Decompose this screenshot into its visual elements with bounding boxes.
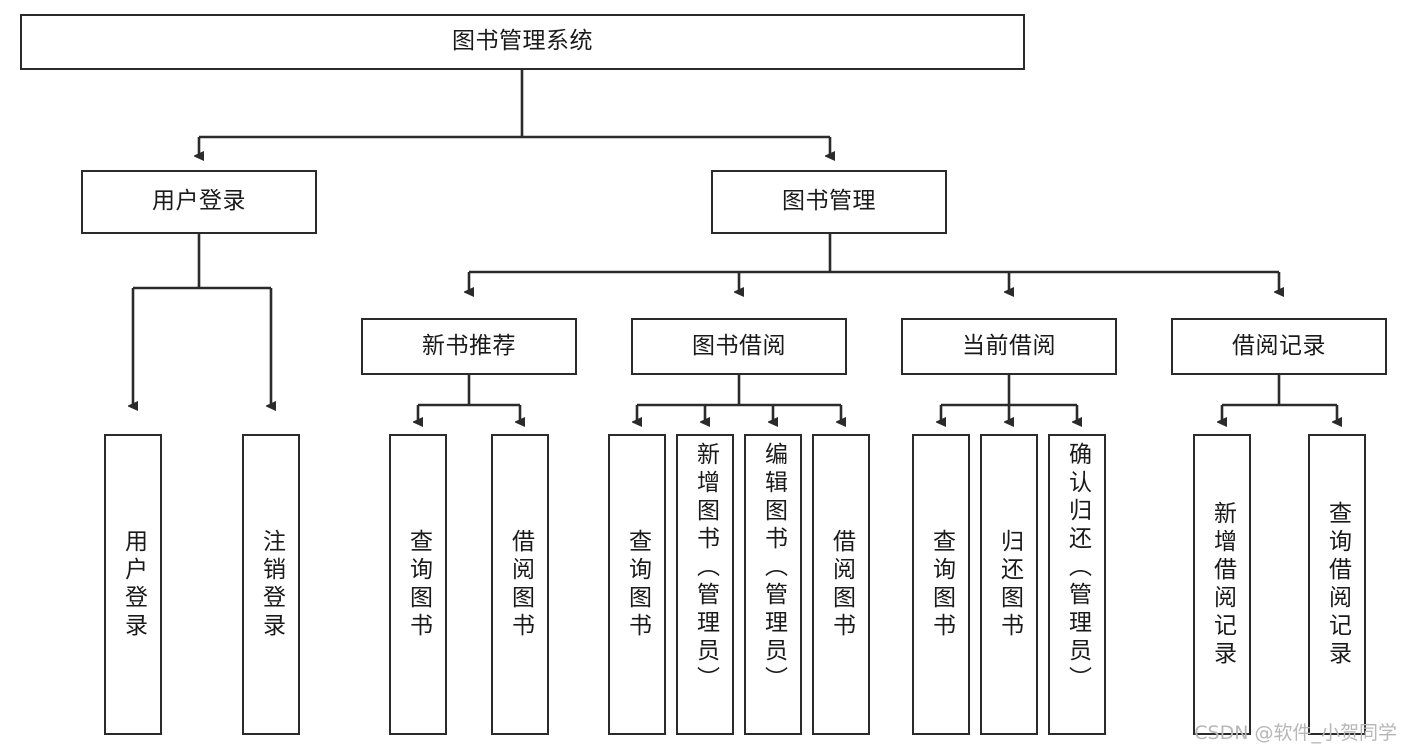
node-label: 当前借阅 (962, 332, 1056, 359)
node-label: 用户登录 (152, 188, 246, 215)
node-label: 查询图书 (624, 528, 651, 641)
node-leaf-query-book-3[interactable]: 查询图书 (912, 434, 970, 735)
node-leaf-query-book-1[interactable]: 查询图书 (389, 434, 447, 735)
node-label: 新书推荐 (422, 332, 516, 359)
node-label: 借阅图书 (828, 528, 855, 641)
node-leaf-logout[interactable]: 注销登录 (242, 434, 300, 735)
node-label: 图书管理 (782, 188, 876, 215)
node-borrow-record[interactable]: 借阅记录 (1171, 318, 1387, 375)
node-book-borrow[interactable]: 图书借阅 (631, 318, 847, 375)
node-leaf-return-book[interactable]: 归还图书 (980, 434, 1038, 735)
node-label: 查询图书 (405, 528, 432, 641)
node-leaf-user-login[interactable]: 用户登录 (104, 434, 162, 735)
node-leaf-query-record[interactable]: 查询借阅记录 (1308, 434, 1366, 735)
node-current-borrow[interactable]: 当前借阅 (901, 318, 1117, 375)
node-leaf-query-book-2[interactable]: 查询图书 (608, 434, 666, 735)
node-book-manage[interactable]: 图书管理 (711, 170, 947, 234)
node-label: 借阅图书 (507, 528, 534, 641)
node-leaf-confirm-return[interactable]: 确认归还（管理员） (1048, 434, 1106, 735)
node-label: 图书借阅 (692, 332, 786, 359)
node-leaf-add-book[interactable]: 新增图书（管理员） (676, 434, 734, 735)
node-label: 查询图书 (928, 528, 955, 641)
csdn-watermark: CSDN @软件_小贺同学 (1194, 722, 1397, 744)
node-label: 查询借阅记录 (1324, 500, 1351, 669)
node-label: 用户登录 (120, 528, 147, 641)
node-leaf-edit-book[interactable]: 编辑图书（管理员） (744, 434, 802, 735)
node-label: 借阅记录 (1232, 332, 1326, 359)
node-label: 注销登录 (258, 528, 285, 641)
node-label: 新增借阅记录 (1209, 500, 1236, 669)
node-leaf-borrow-book-1[interactable]: 借阅图书 (491, 434, 549, 735)
node-label: 编辑图书（管理员） (760, 442, 787, 694)
node-leaf-add-record[interactable]: 新增借阅记录 (1193, 434, 1251, 735)
node-label: 图书管理系统 (452, 28, 593, 55)
node-leaf-borrow-book-2[interactable]: 借阅图书 (812, 434, 870, 735)
node-label: 新增图书（管理员） (692, 442, 719, 694)
node-new-book-recommend[interactable]: 新书推荐 (361, 318, 577, 375)
node-label: 确认归还（管理员） (1064, 442, 1091, 694)
node-user-login[interactable]: 用户登录 (81, 170, 317, 234)
node-root-system[interactable]: 图书管理系统 (20, 14, 1025, 70)
node-label: 归还图书 (996, 528, 1023, 641)
